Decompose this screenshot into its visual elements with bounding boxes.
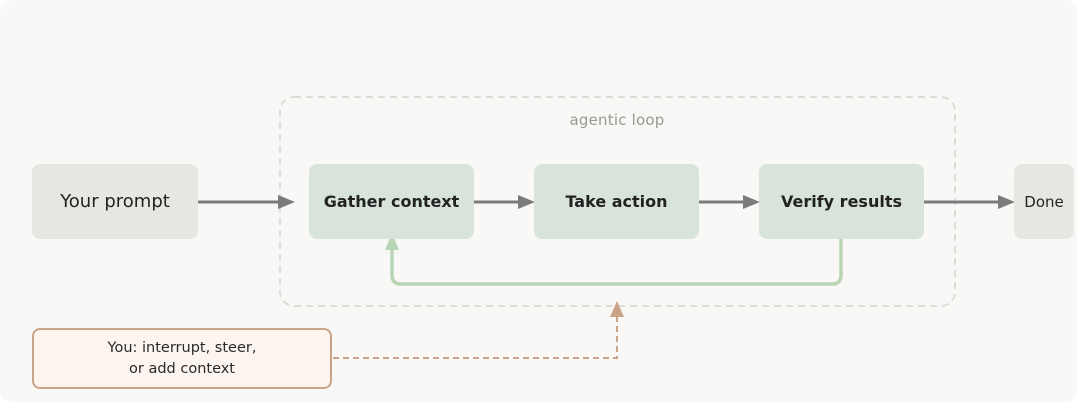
flow-arrow-action-to-verify [699,195,760,209]
flow-arrow-verify-to-done [924,195,1015,209]
take-action-label: Take action [565,192,668,211]
gather-context-node: Gather context [309,164,474,239]
verify-results-label: Verify results [780,192,902,211]
flow-arrow-gather-to-action [474,195,535,209]
take-action-node: Take action [534,164,699,239]
intervention-arrow [333,301,624,359]
intervention-line-1: You: interrupt, steer, [107,339,257,356]
your-prompt-node: Your prompt [32,164,198,239]
loop-back-arrow [385,233,843,286]
done-node: Done [1014,164,1074,239]
gather-context-label: Gather context [323,192,460,211]
intervention-line-2: or add context [129,360,235,377]
verify-results-node: Verify results [759,164,924,239]
your-prompt-label: Your prompt [60,191,170,212]
flow-arrow-prompt-to-gather [198,195,295,209]
done-label: Done [1024,192,1064,211]
intervention-box: You: interrupt, steer, or add context [32,328,332,389]
agentic-loop-label: agentic loop [569,111,665,129]
